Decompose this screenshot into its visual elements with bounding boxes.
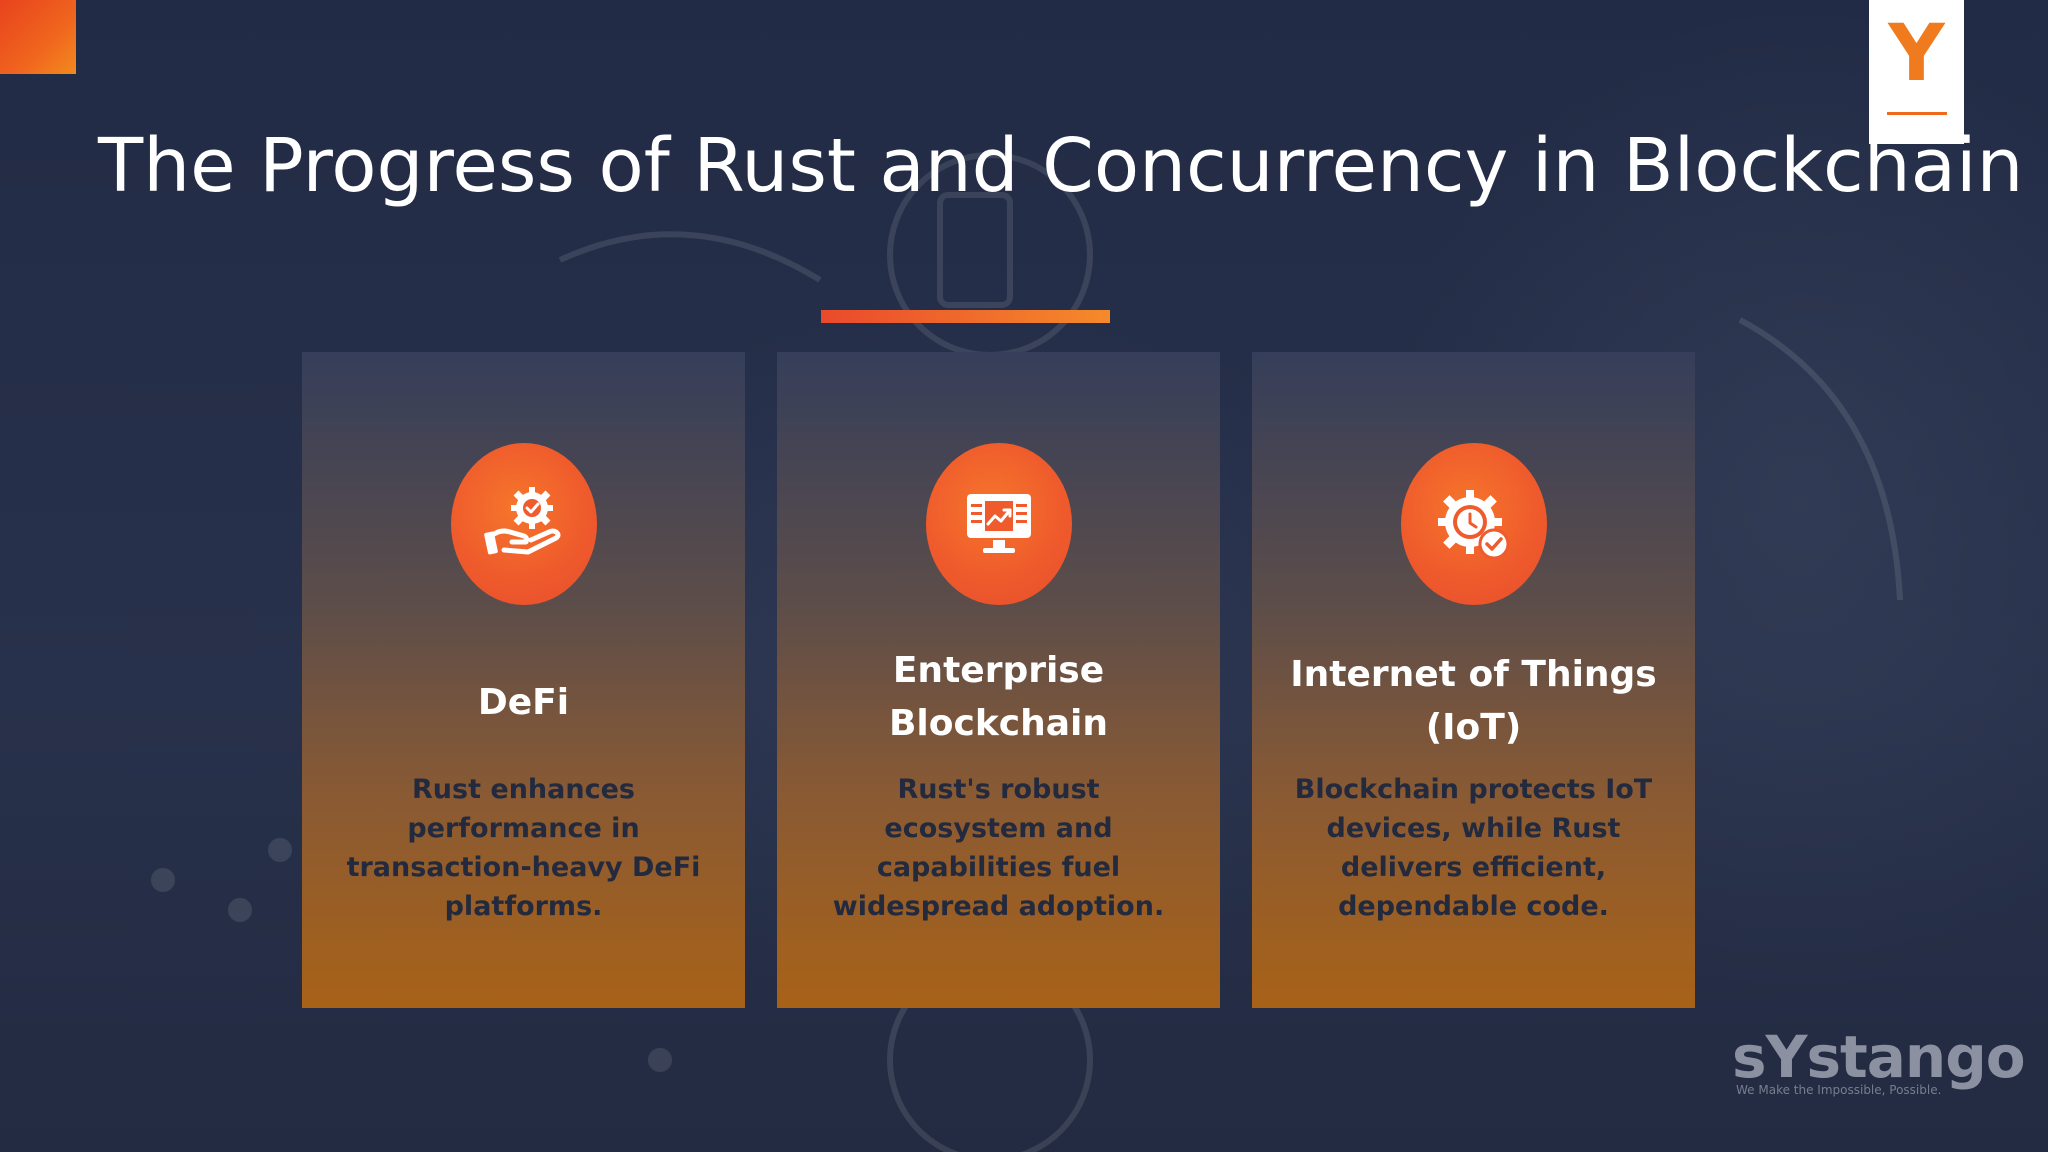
card-icon-circle <box>1401 443 1547 605</box>
card-title-line: Internet of Things <box>1290 654 1657 695</box>
title-underline <box>821 310 1110 323</box>
card-description: Blockchain protects IoT devices, while R… <box>1294 774 1653 922</box>
monitor-chart-icon <box>967 494 1031 553</box>
card-icon-circle <box>926 443 1072 605</box>
brand-tagline: We Make the Impossible, Possible. <box>1736 1083 1942 1097</box>
card-description: Rust enhances performance in transaction… <box>346 774 701 922</box>
slide-title: The Progress of Rust and Concurrency in … <box>98 123 2024 209</box>
card-enterprise-blockchain: Enterprise Blockchain Rust's robust ecos… <box>777 352 1220 1008</box>
card-title-line: Blockchain <box>888 703 1109 744</box>
card-icon-circle <box>451 443 597 605</box>
logo-badge: Y <box>1869 0 1964 144</box>
logo-underline <box>1887 112 1947 115</box>
card-title-line: Enterprise <box>892 650 1105 691</box>
card-title-line: DeFi <box>477 682 570 723</box>
card-title-line: (IoT) <box>1425 707 1522 748</box>
logo-letter: Y <box>1888 9 1945 99</box>
gear-clock-check-icon <box>1438 490 1510 560</box>
corner-accent <box>0 0 76 74</box>
card-description: Rust's robust ecosystem and capabilities… <box>832 774 1165 922</box>
card-title: Enterprise Blockchain <box>797 644 1200 750</box>
hand-gear-icon <box>484 487 561 555</box>
brand-logo: sYstango We Make the Impossible, Possibl… <box>1732 1026 2026 1106</box>
card-defi: DeFi Rust enhances performance in transa… <box>302 352 745 1008</box>
brand-name: sYstango <box>1732 1023 2026 1091</box>
card-internet-of-things: Internet of Things (IoT) Blockchain prot… <box>1252 352 1695 1008</box>
card-title: Internet of Things (IoT) <box>1272 648 1675 754</box>
card-title: DeFi <box>322 676 725 729</box>
